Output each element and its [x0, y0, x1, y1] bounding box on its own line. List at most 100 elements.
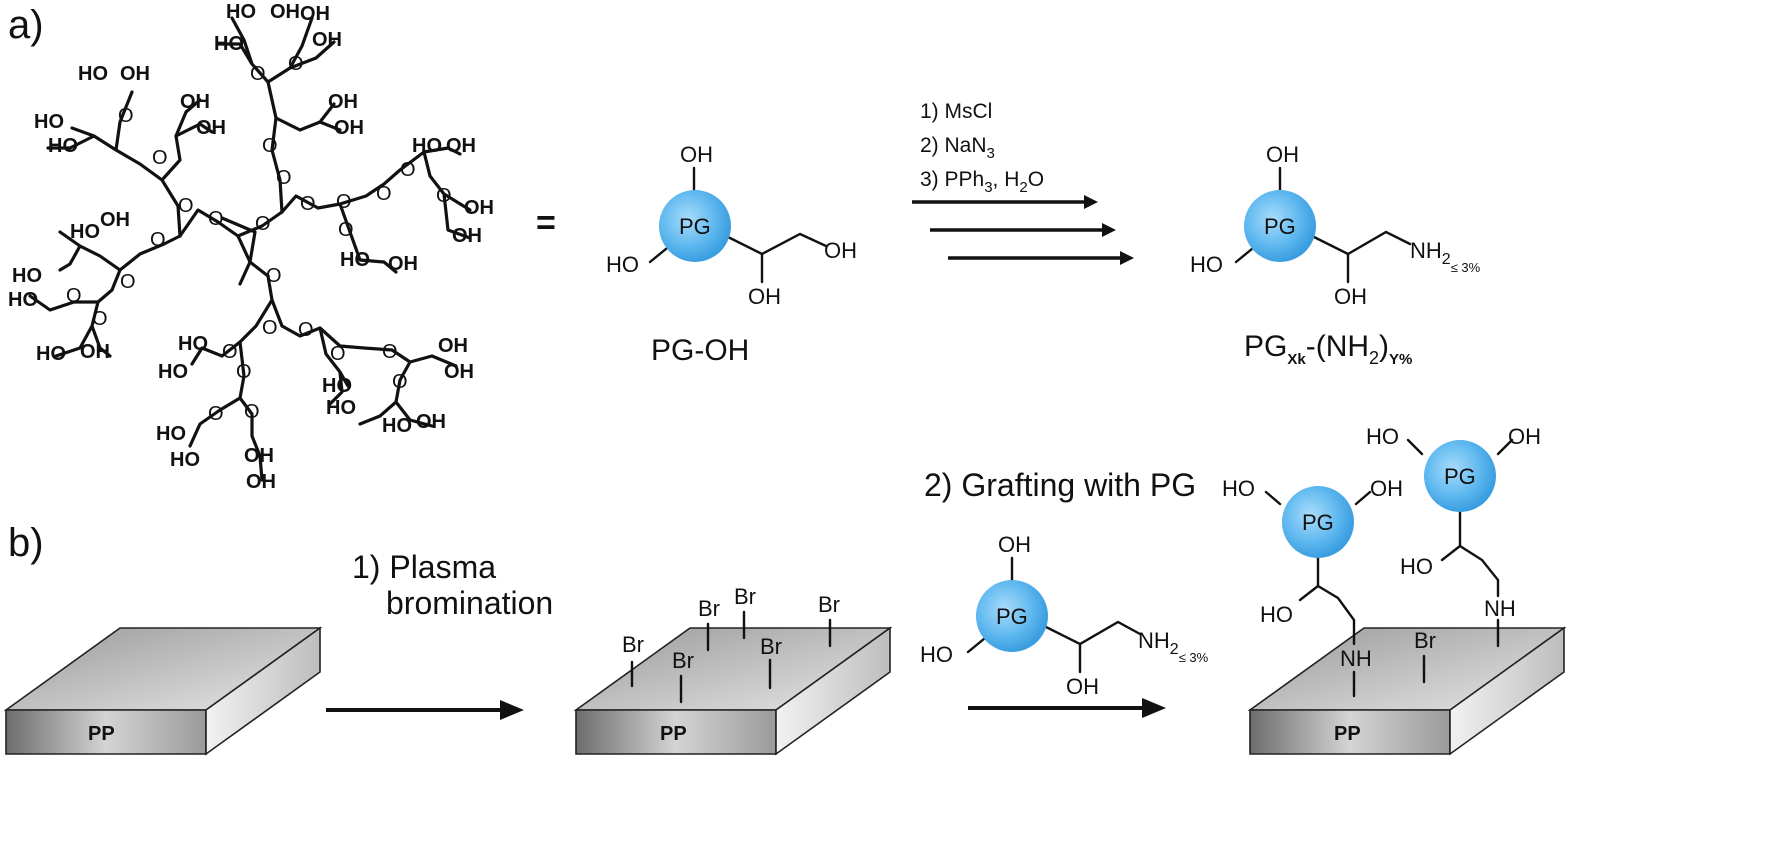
svg-text:OH: OH	[312, 29, 342, 51]
reagent-1: 1) MsCl	[920, 100, 992, 123]
svg-text:HO: HO	[12, 265, 42, 287]
svg-text:OH: OH	[120, 63, 150, 85]
pp-slab-grafted: PP Br PG HO OH HO NH PG HO OH HO NH	[1222, 424, 1567, 756]
svg-text:OH: OH	[680, 142, 713, 167]
svg-text:OH: OH	[196, 117, 226, 139]
svg-text:HO: HO	[34, 111, 64, 133]
svg-text:O: O	[250, 63, 266, 85]
svg-text:NH: NH	[1484, 596, 1516, 621]
svg-text:HO: HO	[920, 642, 953, 667]
svg-text:O: O	[300, 193, 316, 215]
svg-text:O: O	[298, 319, 314, 341]
svg-text:HO: HO	[226, 1, 256, 23]
svg-text:NH2≤ 3%: NH2≤ 3%	[1410, 238, 1481, 275]
svg-text:HO: HO	[158, 361, 188, 383]
svg-text:O: O	[382, 341, 398, 363]
svg-text:OH: OH	[1508, 424, 1541, 449]
pg-sphere	[1244, 190, 1316, 262]
svg-text:O: O	[120, 271, 136, 293]
svg-text:OH: OH	[388, 253, 418, 275]
svg-text:OH: OH	[328, 91, 358, 113]
svg-text:O: O	[262, 135, 278, 157]
pg-oh-name: PG-OH	[651, 334, 749, 367]
svg-text:Br: Br	[734, 584, 756, 609]
reagent-list: 1) MsCl 2) NaN3 3) PPh3, H2O	[920, 100, 1044, 196]
pg-sphere	[1424, 440, 1496, 512]
svg-text:HO: HO	[412, 135, 442, 157]
pg-amine-molecule: PG OH HO NH2≤ 3% OH	[1190, 142, 1481, 309]
svg-text:PP: PP	[88, 723, 115, 745]
svg-text:PG: PG	[1264, 214, 1296, 239]
step-plasma-line2: bromination	[386, 585, 553, 621]
svg-text:HO: HO	[48, 135, 78, 157]
reagent-2: 2) NaN3	[920, 134, 995, 162]
svg-text:Br: Br	[672, 648, 694, 673]
svg-text:HO: HO	[322, 375, 352, 397]
svg-text:O: O	[92, 308, 108, 330]
svg-text:O: O	[288, 53, 304, 75]
svg-text:HO: HO	[606, 252, 639, 277]
svg-text:O: O	[244, 401, 260, 423]
svg-text:O: O	[255, 213, 271, 235]
svg-text:O: O	[400, 159, 416, 181]
product-name: PGXk-(NH2)Y%	[1244, 330, 1412, 368]
svg-text:OH: OH	[1266, 142, 1299, 167]
dendritic-polyglycerol-structure: O O O O O O O O O O O O O O O O O O O O …	[8, 1, 494, 493]
svg-text:O: O	[236, 361, 252, 383]
svg-text:HO: HO	[70, 221, 100, 243]
svg-text:OH: OH	[180, 91, 210, 113]
svg-text:OH: OH	[1334, 284, 1367, 309]
svg-text:Br: Br	[818, 592, 840, 617]
svg-text:OH: OH	[824, 238, 857, 263]
svg-text:O: O	[178, 195, 194, 217]
pg-amine-reagent: PG OH HO NH2≤ 3% OH	[920, 532, 1209, 699]
pp-slab-brominated: PP Br Br Br Br Br Br	[573, 584, 893, 756]
svg-text:O: O	[392, 371, 408, 393]
svg-text:O: O	[276, 167, 292, 189]
svg-text:PG: PG	[996, 604, 1028, 629]
svg-text:OH: OH	[444, 361, 474, 383]
svg-text:O: O	[330, 343, 346, 365]
svg-text:OH: OH	[998, 532, 1031, 557]
svg-text:HO: HO	[170, 449, 200, 471]
arrow-bromination	[326, 700, 524, 720]
svg-text:O: O	[150, 229, 166, 251]
svg-text:PG: PG	[679, 214, 711, 239]
svg-text:OH: OH	[438, 335, 468, 357]
svg-text:O: O	[222, 341, 238, 363]
svg-text:PG: PG	[1302, 510, 1334, 535]
svg-text:O: O	[376, 183, 392, 205]
svg-text:HO: HO	[326, 397, 356, 419]
svg-text:OH: OH	[244, 445, 274, 467]
pg-sphere	[976, 580, 1048, 652]
svg-text:OH: OH	[246, 471, 276, 493]
svg-text:PP: PP	[660, 723, 687, 745]
svg-text:OH: OH	[1066, 674, 1099, 699]
svg-text:Br: Br	[1414, 628, 1436, 653]
svg-text:HO: HO	[214, 33, 244, 55]
svg-text:HO: HO	[1400, 554, 1433, 579]
svg-text:HO: HO	[156, 423, 186, 445]
svg-text:OH: OH	[270, 1, 300, 23]
reagent-3: 3) PPh3, H2O	[920, 168, 1044, 196]
svg-text:HO: HO	[36, 343, 66, 365]
svg-text:O: O	[262, 317, 278, 339]
svg-text:OH: OH	[100, 209, 130, 231]
svg-text:O: O	[66, 285, 82, 307]
svg-text:PP: PP	[1334, 723, 1361, 745]
svg-text:OH: OH	[1370, 476, 1403, 501]
svg-text:OH: OH	[416, 411, 446, 433]
svg-text:Br: Br	[622, 632, 644, 657]
svg-text:HO: HO	[382, 415, 412, 437]
svg-text:O: O	[208, 208, 224, 230]
svg-text:OH: OH	[452, 225, 482, 247]
svg-text:NH: NH	[1340, 646, 1372, 671]
svg-text:HO: HO	[78, 63, 108, 85]
panel-label-a: a)	[8, 3, 44, 47]
svg-text:HO: HO	[1222, 476, 1255, 501]
pg-sphere	[1282, 486, 1354, 558]
svg-text:O: O	[208, 403, 224, 425]
svg-text:OH: OH	[446, 135, 476, 157]
svg-text:OH: OH	[80, 341, 110, 363]
